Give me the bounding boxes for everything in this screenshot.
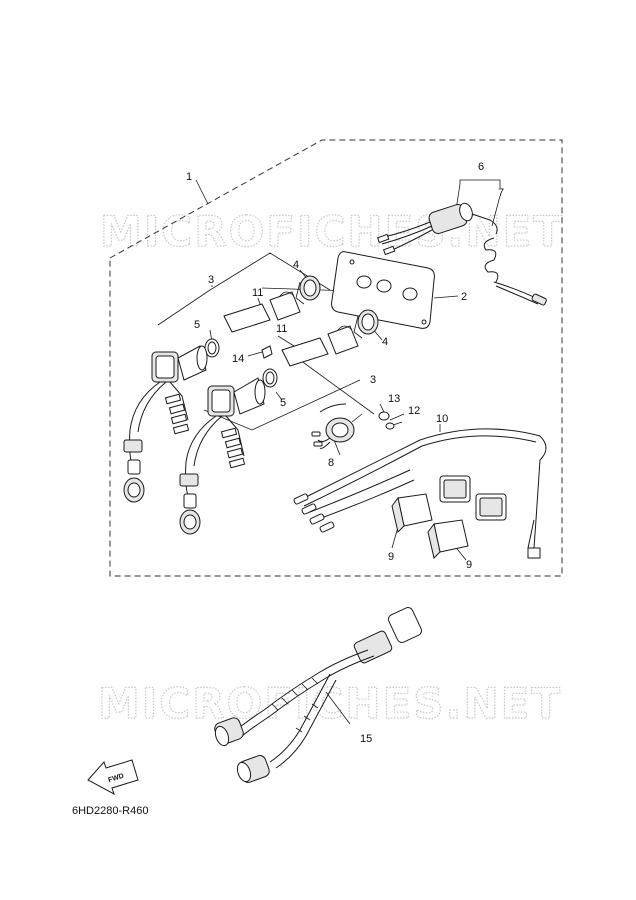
clip [261,345,273,359]
callout-12: 12 [408,405,420,417]
callout-9-right: 9 [466,559,472,571]
ring-lower [262,368,278,388]
relay-right [427,519,469,559]
stop-switch-lanyard [376,202,547,306]
main-switch-lower [179,377,266,535]
callout-6: 6 [478,161,484,173]
callout-11-upper: 11 [252,287,263,299]
callout-11-lower: 11 [276,323,287,335]
callout-3-lower: 3 [370,374,376,386]
callout-13: 13 [388,393,400,405]
callout-7: 7 [498,187,504,199]
switch-part-8 [311,403,363,449]
fwd-label: FWD [107,773,124,785]
callout-14: 14 [232,353,244,365]
main-switch-upper [123,345,208,503]
diagram-code: 6HD2280-R460 [72,805,148,817]
switch-boot-lower [353,309,379,339]
callout-3-upper: 3 [208,274,214,286]
watermark-top: MICROFICHES.NET [100,207,564,256]
bracket-upper [223,291,301,333]
callout-15: 15 [360,733,372,745]
callout-8: 8 [328,457,334,469]
ring-upper [204,338,220,358]
callout-2: 2 [461,291,467,303]
relay-left [391,493,433,533]
callout-5-upper: 5 [194,319,200,331]
washer [378,411,390,421]
mounting-plate [331,251,435,329]
fwd-arrow: FWD [87,759,139,796]
switch-boot-upper [295,275,321,305]
watermark-bottom: MICROFICHES.NET [98,679,562,728]
leader-lines [157,179,501,725]
callout-4-upper: 4 [293,259,299,271]
callout-4-lower: 4 [382,336,388,348]
callout-10: 10 [436,413,448,425]
callout-5-lower: 5 [280,397,286,409]
callout-1: 1 [186,171,192,183]
assembly-frame [109,139,563,577]
wiring-harness [293,428,547,559]
screw [385,421,403,430]
extension-harness [214,607,422,783]
callout-9-left: 9 [388,551,394,563]
bracket-lower [281,325,359,367]
